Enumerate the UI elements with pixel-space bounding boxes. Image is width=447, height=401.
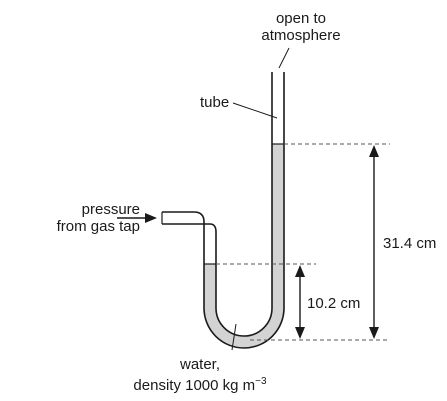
water-density-text: density 1000 kg m [133, 377, 256, 394]
height-total-label: 31.4 cm [383, 235, 437, 252]
pressure-label-line1: pressure [81, 201, 140, 218]
open-label-line2: atmosphere [261, 27, 341, 44]
tube-inner-wall [162, 72, 273, 337]
tube-label: tube [200, 94, 230, 111]
height-small-label: 10.2 cm [307, 295, 361, 312]
water-fill [204, 144, 284, 348]
water-label-line1: water, [179, 356, 221, 373]
dimension-arrow-total [369, 145, 379, 339]
water-density-exponent: −3 [255, 376, 267, 387]
pressure-label-line2: from gas tap [56, 218, 140, 235]
pressure-arrow [117, 213, 157, 223]
open-to-atmosphere-label: open to atmosphere [246, 10, 356, 44]
tube-leader-line [232, 102, 278, 119]
tube-outer-wall [162, 72, 285, 349]
open-leader-line [278, 47, 290, 69]
dimension-arrow-small [295, 265, 305, 339]
open-label-line1: open to [275, 10, 327, 27]
water-label: water, density 1000 kg m−3 [110, 356, 290, 394]
water-label-line2: density 1000 kg m−3 [110, 373, 290, 394]
water-leader-line [231, 323, 237, 351]
pressure-label: pressure from gas tap [0, 201, 140, 235]
